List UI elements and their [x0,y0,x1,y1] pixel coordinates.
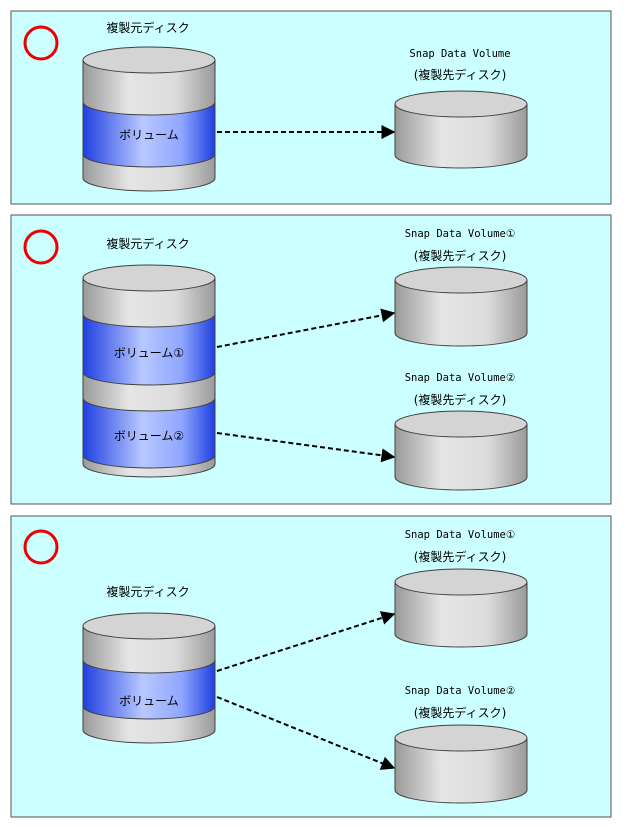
source-disk-label: 複製元ディスク [106,20,189,35]
volume-label: ボリューム② [114,429,184,443]
panel-2: 複製元ディスク ボリューム① ボリューム② Snap Data Volume① … [10,214,612,505]
snap-volume-label: Snap Data Volume① [405,228,516,240]
red-circle-ok-icon [23,229,59,265]
snap-volume-label: Snap Data Volume [409,48,510,60]
volume-label: ボリューム [119,128,179,142]
snap-volume-label: Snap Data Volume① [405,529,516,541]
target-disk-icon [394,724,528,804]
source-disk-icon [82,612,216,744]
panel-1: 複製元ディスク ボリューム Snap Data Volume (複製先ディスク) [10,10,612,205]
panel-3: 複製元ディスク ボリューム Snap Data Volume① (複製先ディスク… [10,515,612,818]
source-disk-icon [82,46,216,192]
target-disk-icon [394,266,528,347]
snap-volume-label: Snap Data Volume② [405,372,516,384]
dashed-arrow-icon [216,308,396,348]
target-disk-label: (複製先ディスク) [414,67,507,82]
dashed-arrow-icon [216,432,396,463]
dashed-arrow-icon [216,611,396,672]
target-disk-icon [394,568,528,648]
red-circle-ok-icon [23,25,59,61]
volume-label: ボリューム [119,694,179,708]
target-disk-label: (複製先ディスク) [414,248,507,263]
target-disk-label: (複製先ディスク) [414,705,507,720]
source-disk-label: 複製元ディスク [106,236,189,251]
red-circle-ok-icon [23,529,59,565]
target-disk-label: (複製先ディスク) [414,392,507,407]
target-disk-label: (複製先ディスク) [414,549,507,564]
target-disk-icon [394,410,528,491]
target-disk-icon [394,90,528,169]
snap-volume-label: Snap Data Volume② [405,685,516,697]
source-disk-label: 複製元ディスク [106,584,189,599]
source-disk-icon [82,264,216,478]
volume-label: ボリューム① [114,346,184,360]
